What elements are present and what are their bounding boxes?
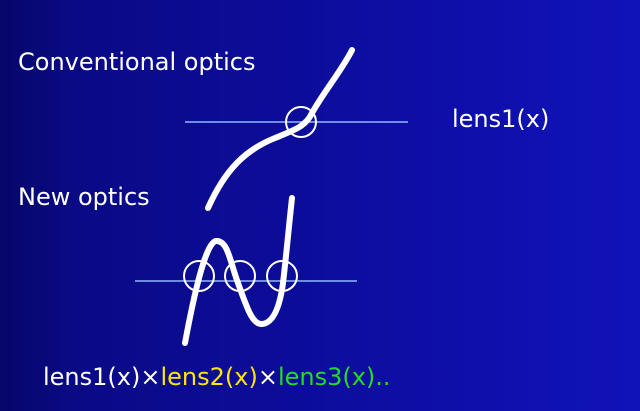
- new-zero-circle-1: [183, 260, 215, 292]
- formula-term-lens3: lens3(x): [277, 363, 376, 391]
- lens1-label: lens1(x): [452, 105, 550, 133]
- formula-times-2: ×: [257, 363, 278, 391]
- new-optics-label: New optics: [18, 183, 150, 211]
- new-zero-circle-3: [266, 260, 298, 292]
- new-curve: [182, 195, 295, 346]
- conventional-curve: [205, 47, 355, 211]
- formula: lens1(x)×lens2(x)×lens3(x) ..: [43, 365, 391, 389]
- formula-times-1: ×: [140, 363, 161, 391]
- conventional-zero-circle: [285, 106, 317, 138]
- formula-term-lens2: lens2(x): [160, 363, 258, 391]
- new-zero-circle-2: [224, 260, 256, 292]
- formula-term-lens1: lens1(x): [43, 363, 141, 391]
- conventional-optics-label: Conventional optics: [18, 48, 256, 76]
- formula-ellipsis: ..: [375, 363, 391, 391]
